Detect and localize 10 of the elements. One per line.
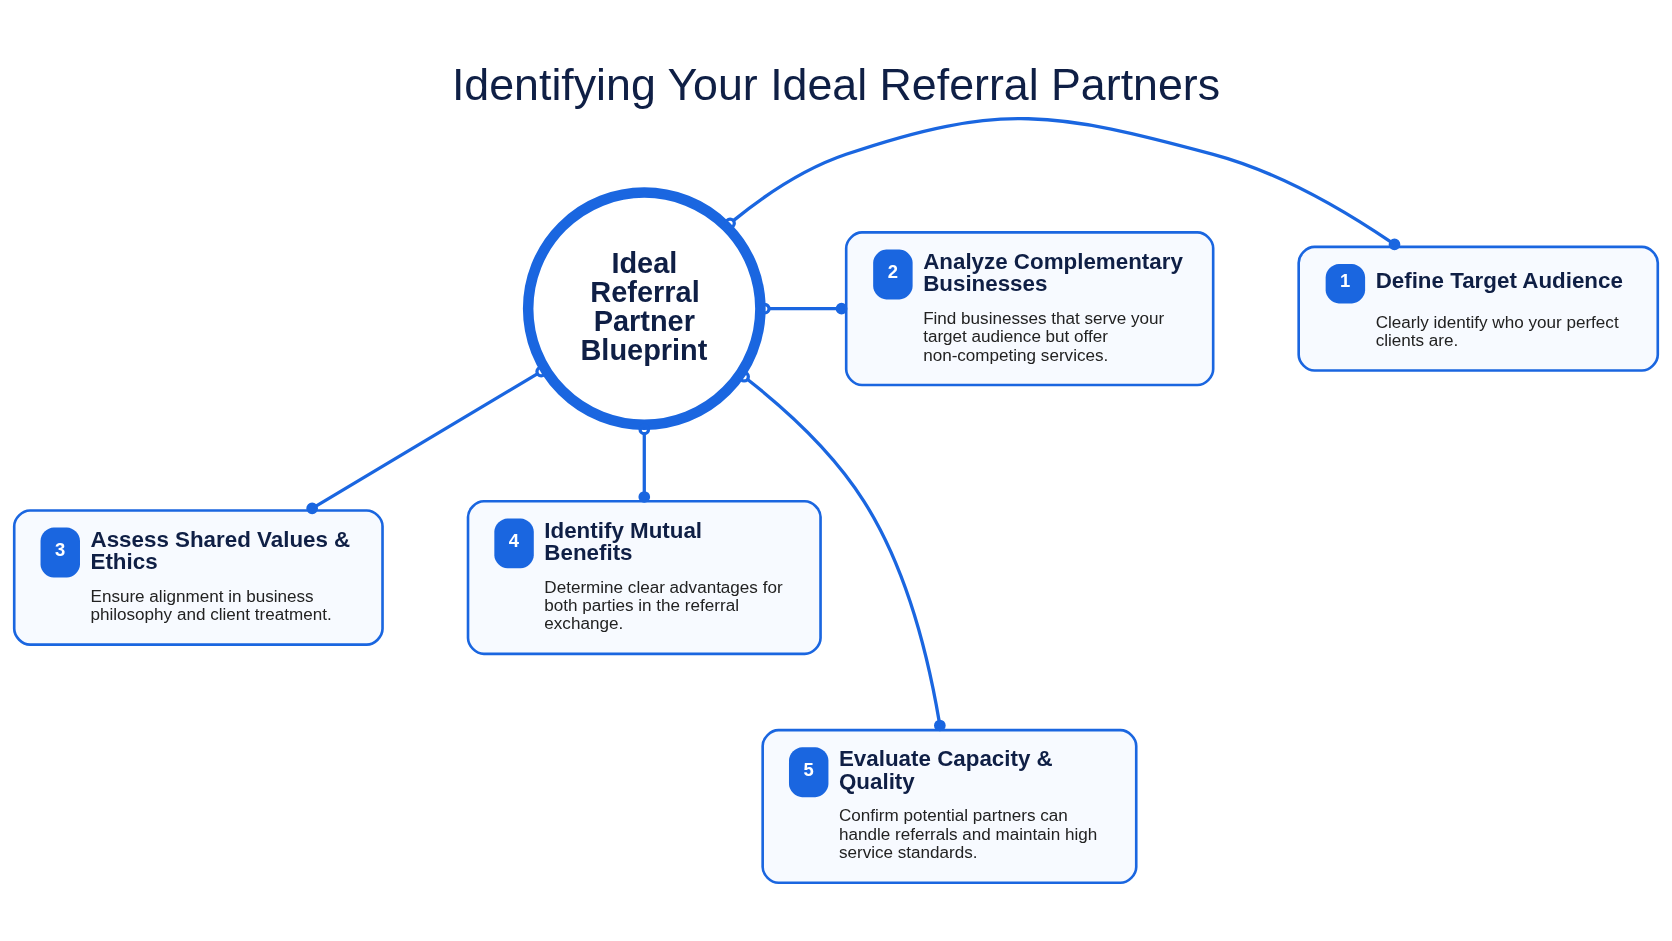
connector [724, 116, 1401, 250]
node-box: 4 Identify Mutual Benefits Determine clear advantages for both parties in the referral exchange. [466, 499, 822, 655]
diagram-title: Identifying Your Ideal Referral Partners [451, 59, 1221, 109]
connector [738, 370, 946, 731]
node-box: 5 Evaluate Capacity & Quality Confirm potential partners can handle referrals and maintain high service standards. [761, 728, 1138, 884]
node-box: 3 Assess Shared Values & Ethics Ensure alignment in business philosophy and client treatment. [12, 508, 384, 646]
connector [306, 365, 547, 514]
node-circle: Ideal Referral Partner Blueprint [522, 186, 766, 430]
node-box: 2 Analyze Complementary Businesses Find businesses that serve your target audience but offer non-competing services. [844, 230, 1215, 386]
node-box: 1 Define Target Audience Clearly identify who your perfect clients are. [1297, 245, 1660, 372]
